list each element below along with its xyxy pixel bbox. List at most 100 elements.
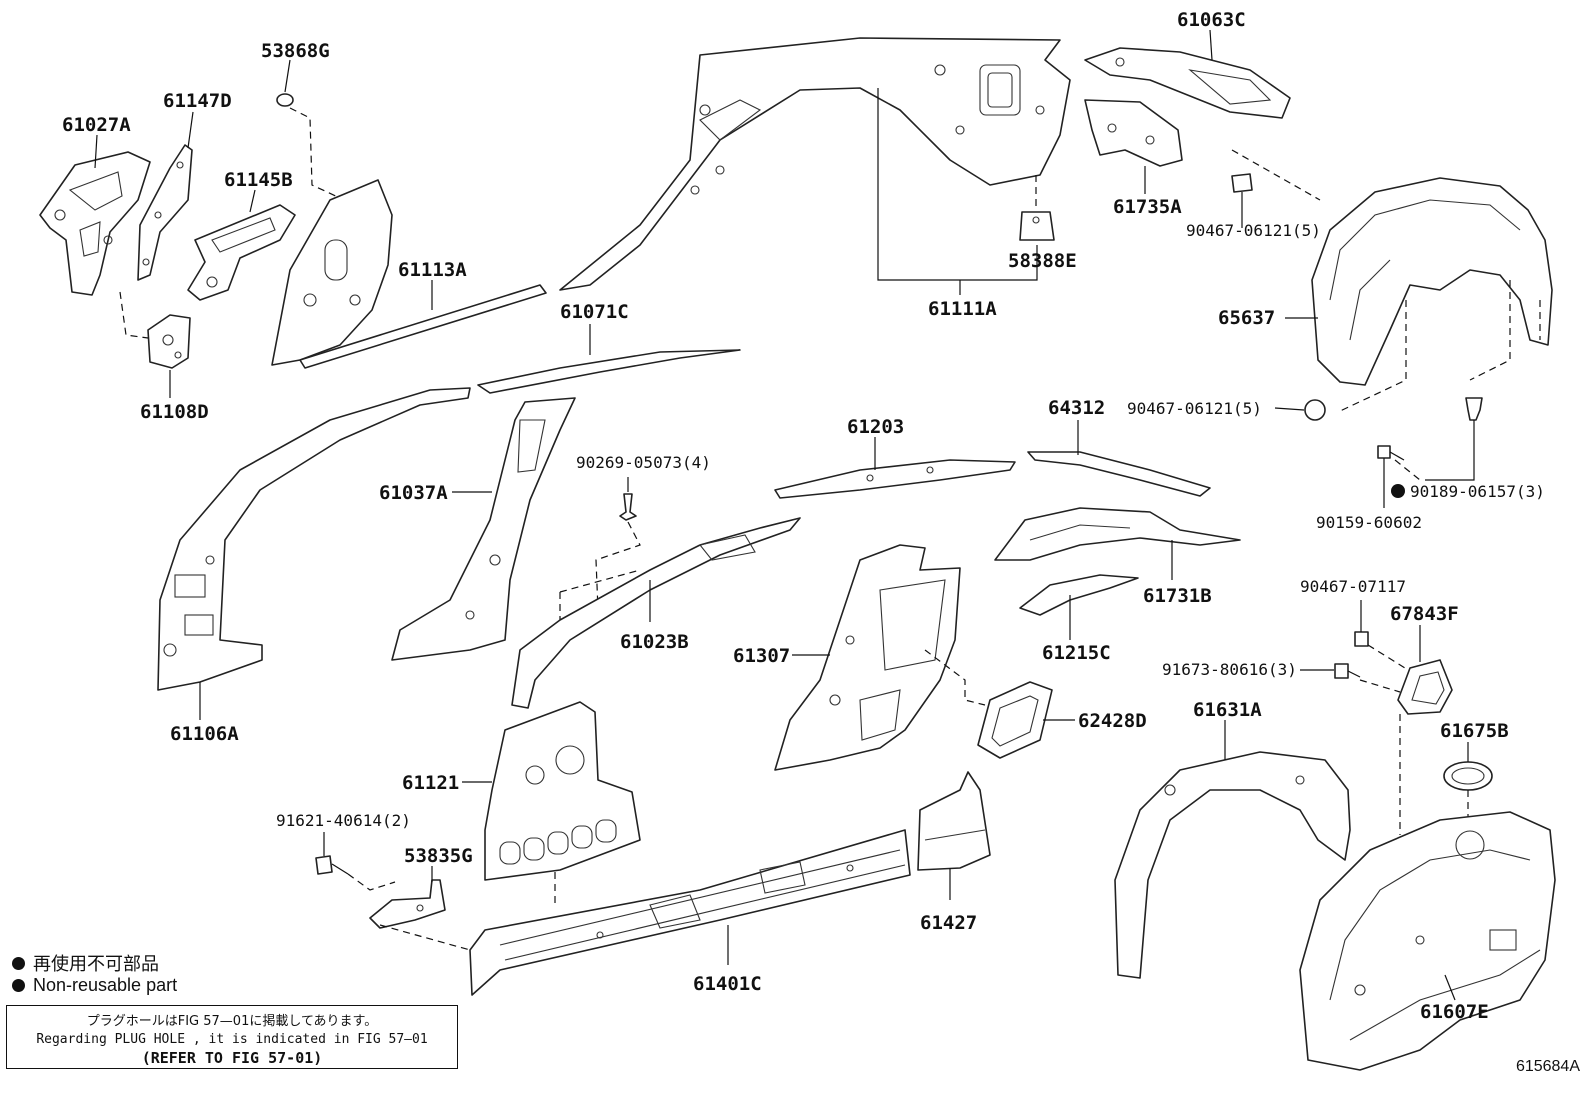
label-90189-06157[interactable]: 90189-06157(3) bbox=[1410, 482, 1545, 501]
label-58388E[interactable]: 58388E bbox=[1008, 250, 1077, 272]
label-61111A[interactable]: 61111A bbox=[928, 298, 997, 320]
label-61631A[interactable]: 61631A bbox=[1193, 699, 1262, 721]
dash-53835G bbox=[379, 924, 471, 951]
leader-90467b bbox=[1274, 407, 1305, 411]
part-61145B-shape[interactable] bbox=[187, 204, 296, 301]
part-90189-06157-clip[interactable] bbox=[1465, 397, 1483, 421]
part-61631A-shape[interactable] bbox=[1114, 751, 1351, 979]
label-61147D[interactable]: 61147D bbox=[163, 90, 232, 112]
label-64312[interactable]: 64312 bbox=[1048, 397, 1105, 419]
dash-90269-c bbox=[559, 569, 641, 593]
label-61401C[interactable]: 61401C bbox=[693, 973, 762, 995]
label-61607E[interactable]: 61607E bbox=[1420, 1001, 1489, 1023]
non-reusable-bullet bbox=[12, 979, 25, 992]
legend-jp-text: 再使用不可部品 bbox=[33, 954, 159, 974]
part-61401C-shape[interactable] bbox=[469, 829, 911, 996]
note-line-jp: プラグホールはFIG 57—01に掲載してあります。 bbox=[86, 1014, 378, 1029]
leader-61607E bbox=[1444, 974, 1456, 1001]
label-91621-40614[interactable]: 91621-40614(2) bbox=[276, 811, 411, 830]
leader-90189 bbox=[1425, 420, 1475, 481]
part-61071C-shape[interactable] bbox=[477, 349, 741, 394]
label-61735A[interactable]: 61735A bbox=[1113, 196, 1182, 218]
part-61027A-shape[interactable] bbox=[39, 151, 151, 296]
part-90467-06121-clip-a[interactable] bbox=[1231, 173, 1253, 193]
legend-en: Non-reusable part bbox=[12, 975, 177, 996]
figure-id: 615684A bbox=[1515, 1058, 1580, 1075]
leader-61111A bbox=[877, 88, 1038, 281]
note-refer: (REFER TO FIG 57-01) bbox=[141, 1049, 323, 1067]
part-62428D-shape[interactable] bbox=[977, 681, 1053, 759]
part-90467-07117-clip[interactable] bbox=[1354, 631, 1369, 647]
label-61027A[interactable]: 61027A bbox=[62, 114, 131, 136]
dash-90467-07117 bbox=[1367, 644, 1406, 669]
dash-91621 bbox=[347, 873, 396, 891]
label-61063C[interactable]: 61063C bbox=[1177, 9, 1246, 31]
part-64312-shape[interactable] bbox=[1027, 451, 1211, 497]
part-53835G-shape[interactable] bbox=[369, 879, 446, 929]
part-61121-shape[interactable] bbox=[484, 701, 641, 881]
part-61113A-shape[interactable] bbox=[271, 179, 547, 369]
label-61113A[interactable]: 61113A bbox=[398, 259, 467, 281]
part-61023B-shape[interactable] bbox=[511, 517, 801, 709]
label-67843F[interactable]: 67843F bbox=[1390, 603, 1459, 625]
label-90467-06121-b[interactable]: 90467-06121(5) bbox=[1127, 399, 1262, 418]
part-90159-60602-bolt[interactable] bbox=[1377, 445, 1405, 461]
part-91621-40614-bolt[interactable] bbox=[315, 855, 349, 875]
label-62428D[interactable]: 62428D bbox=[1078, 710, 1147, 732]
part-61731B-shape[interactable] bbox=[994, 507, 1241, 561]
part-90467-06121-clip-b[interactable] bbox=[1304, 399, 1326, 421]
part-61607E-shape[interactable] bbox=[1299, 811, 1556, 1071]
label-61071C[interactable]: 61071C bbox=[560, 301, 629, 323]
non-reusable-bullet bbox=[12, 956, 25, 970]
label-61037A[interactable]: 61037A bbox=[379, 482, 448, 504]
legend-en-text: Non-reusable part bbox=[33, 975, 178, 995]
label-90467-07117[interactable]: 90467-07117 bbox=[1300, 577, 1406, 596]
part-61063C-shape[interactable] bbox=[1084, 47, 1291, 119]
label-61108D[interactable]: 61108D bbox=[140, 401, 209, 423]
label-61203[interactable]: 61203 bbox=[847, 416, 904, 438]
part-65637-shape[interactable] bbox=[1311, 177, 1553, 386]
part-61108D-shape[interactable] bbox=[147, 314, 191, 369]
part-91673-80616-bolt[interactable] bbox=[1334, 663, 1361, 679]
part-61307-shape[interactable] bbox=[774, 544, 961, 771]
label-53835G[interactable]: 53835G bbox=[404, 845, 473, 867]
label-61307[interactable]: 61307 bbox=[733, 645, 790, 667]
label-61675B[interactable]: 61675B bbox=[1440, 720, 1509, 742]
part-61203-shape[interactable] bbox=[774, 459, 1016, 499]
part-67843F-shape[interactable] bbox=[1397, 659, 1453, 715]
dash-65637-c bbox=[1469, 280, 1511, 381]
label-61121[interactable]: 61121 bbox=[402, 772, 459, 794]
label-90269-05073[interactable]: 90269-05073(4) bbox=[576, 453, 711, 472]
dash-53868G bbox=[289, 107, 341, 199]
label-65637[interactable]: 65637 bbox=[1218, 307, 1275, 329]
label-61215C[interactable]: 61215C bbox=[1042, 642, 1111, 664]
part-53868G-shape[interactable] bbox=[276, 93, 294, 107]
dash-65637-a bbox=[1231, 149, 1321, 201]
part-61735A-shape[interactable] bbox=[1084, 99, 1183, 167]
part-61675B-shape[interactable] bbox=[1443, 761, 1493, 791]
part-61215C-shape[interactable] bbox=[1019, 574, 1139, 616]
part-90269-05073-bolt[interactable] bbox=[619, 493, 637, 521]
dash-90269-a bbox=[595, 521, 641, 611]
label-61023B[interactable]: 61023B bbox=[620, 631, 689, 653]
part-61427-shape[interactable] bbox=[917, 771, 991, 871]
part-61037A-shape[interactable] bbox=[391, 397, 576, 661]
part-58388E-shape[interactable] bbox=[1019, 211, 1055, 241]
label-90467-06121-a[interactable]: 90467-06121(5) bbox=[1186, 221, 1321, 240]
label-61106A[interactable]: 61106A bbox=[170, 723, 239, 745]
label-61145B[interactable]: 61145B bbox=[224, 169, 293, 191]
leader-61027A bbox=[94, 134, 98, 169]
label-61427[interactable]: 61427 bbox=[920, 912, 977, 934]
label-91673-80616[interactable]: 91673-80616(3) bbox=[1162, 660, 1297, 679]
leader-61063C bbox=[1209, 29, 1213, 61]
label-90159-60602[interactable]: 90159-60602 bbox=[1316, 513, 1422, 532]
part-61147D-shape[interactable] bbox=[137, 144, 193, 281]
label-53868G[interactable]: 53868G bbox=[261, 40, 330, 62]
leader-61147D bbox=[187, 111, 194, 149]
part-61106A-shape[interactable] bbox=[157, 387, 471, 691]
legend-jp: 再使用不可部品 bbox=[12, 950, 159, 976]
label-61731B[interactable]: 61731B bbox=[1143, 585, 1212, 607]
plug-hole-note: プラグホールはFIG 57—01に掲載してあります。 Regarding PLU… bbox=[6, 1005, 458, 1069]
part-61111A-shape[interactable] bbox=[559, 37, 1071, 291]
